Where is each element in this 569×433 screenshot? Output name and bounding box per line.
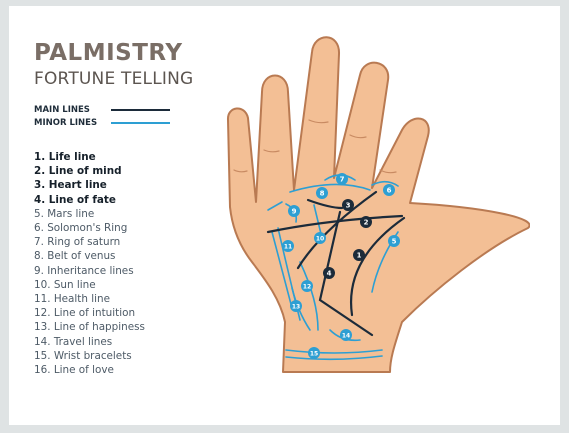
- hand-silhouette: [226, 36, 530, 373]
- marker-9-label: 9: [292, 208, 297, 216]
- extra-main-line: [306, 198, 344, 210]
- list-item-line-of-intuition: 12. Line of intuition: [34, 307, 136, 320]
- marker-3: 3: [342, 199, 354, 211]
- belt-of-venus-line: [289, 183, 371, 193]
- legend-main-lines: MAIN LINES: [34, 103, 170, 116]
- marker-6-label: 6: [387, 187, 392, 195]
- list-item-line-of-happiness: 13. Line of happiness: [34, 321, 145, 334]
- list-item-wrist-bracelets: 15. Wrist bracelets: [34, 349, 132, 362]
- legend-minor-lines: MINOR LINES: [34, 116, 170, 129]
- page-subtitle: FORTUNE TELLING: [34, 69, 194, 89]
- marker-13-label: 13: [292, 304, 300, 311]
- line-markers: 1 2 3 4 5 6 7 8 9 10 11 12 13 14 15 16: [282, 173, 400, 359]
- line-of-mind: [266, 214, 404, 234]
- hand-diagram: 1 2 3 4 5 6 7 8 9 10 11 12 13 14 15 16: [226, 36, 530, 373]
- marker-15-label: 15: [310, 351, 318, 358]
- marker-12-label: 12: [303, 284, 311, 291]
- list-item-sun-line: 10. Sun line: [34, 278, 96, 291]
- marker-11-label: 11: [284, 244, 292, 251]
- marker-4-label: 4: [327, 270, 332, 278]
- list-item-ring-of-saturn: 7. Ring of saturn: [34, 236, 121, 249]
- marker-9: 9: [288, 205, 300, 217]
- list-item-heart-line: 3. Heart line: [34, 179, 107, 192]
- marker-14: 14: [340, 329, 352, 341]
- list-item-life-line: 1. Life line: [34, 151, 96, 163]
- legend-main-label: MAIN LINES: [34, 104, 90, 115]
- list-item-line-of-fate: 4. Line of fate: [34, 193, 116, 206]
- marker-10: 10: [314, 232, 326, 244]
- list-item-line-of-love: 16. Line of love: [34, 364, 114, 377]
- marker-11: 11: [282, 240, 294, 252]
- solomons-ring-line: [371, 180, 399, 187]
- legend-main-swatch: [111, 108, 170, 111]
- marker-2-label: 2: [364, 219, 369, 227]
- marker-7-label: 7: [340, 176, 345, 184]
- marker-4: 4: [323, 267, 335, 279]
- marker-13: 13: [290, 300, 302, 312]
- marker-8-label: 8: [320, 190, 325, 198]
- marker-1: 1: [353, 249, 365, 261]
- line-of-fate: [318, 210, 374, 337]
- list-item-line-of-mind: 2. Line of mind: [34, 165, 122, 178]
- page-title: PALMISTRY: [34, 40, 183, 66]
- marker-5-label: 5: [392, 238, 397, 246]
- list-item-health-line: 11. Health line: [34, 293, 111, 306]
- legend: MAIN LINES MINOR LINES: [34, 103, 170, 129]
- list-item-travel-lines: 14. Travel lines: [34, 335, 113, 348]
- marker-14-label: 14: [342, 333, 350, 340]
- list-item-mars-line: 5. Mars line: [34, 207, 95, 220]
- marker-2: 2: [360, 216, 372, 228]
- marker-6: 6: [383, 184, 395, 196]
- marker-10-label: 10: [316, 236, 324, 243]
- legend-minor-swatch: [111, 121, 170, 124]
- list-item-solomons-ring: 6. Solomon's Ring: [34, 222, 128, 235]
- line-of-intuition: [299, 261, 319, 331]
- health-line-branch: [271, 231, 293, 309]
- marker-15: 15: [308, 347, 320, 359]
- line-of-love-short: [267, 201, 283, 211]
- list-item-belt-of-venus: 8. Belt of venus: [34, 250, 116, 263]
- marker-1-label: 1: [357, 252, 362, 260]
- palm-lines-list: 1. Life line 2. Line of mind 3. Heart li…: [34, 150, 145, 377]
- wrist-bracelets-lines: [285, 349, 383, 361]
- marker-8: 8: [316, 187, 328, 199]
- heart-line: [296, 190, 378, 270]
- list-item-inheritance-lines: 9. Inheritance lines: [34, 264, 134, 277]
- main-lines: [266, 190, 406, 337]
- marker-5: 5: [388, 235, 400, 247]
- marker-3-label: 3: [346, 202, 351, 210]
- health-line: [277, 227, 301, 321]
- finger-creases: [233, 119, 397, 174]
- life-line: [350, 216, 406, 317]
- marker-12: 12: [301, 280, 313, 292]
- marker-7: 7: [336, 173, 348, 185]
- legend-minor-label: MINOR LINES: [34, 117, 98, 128]
